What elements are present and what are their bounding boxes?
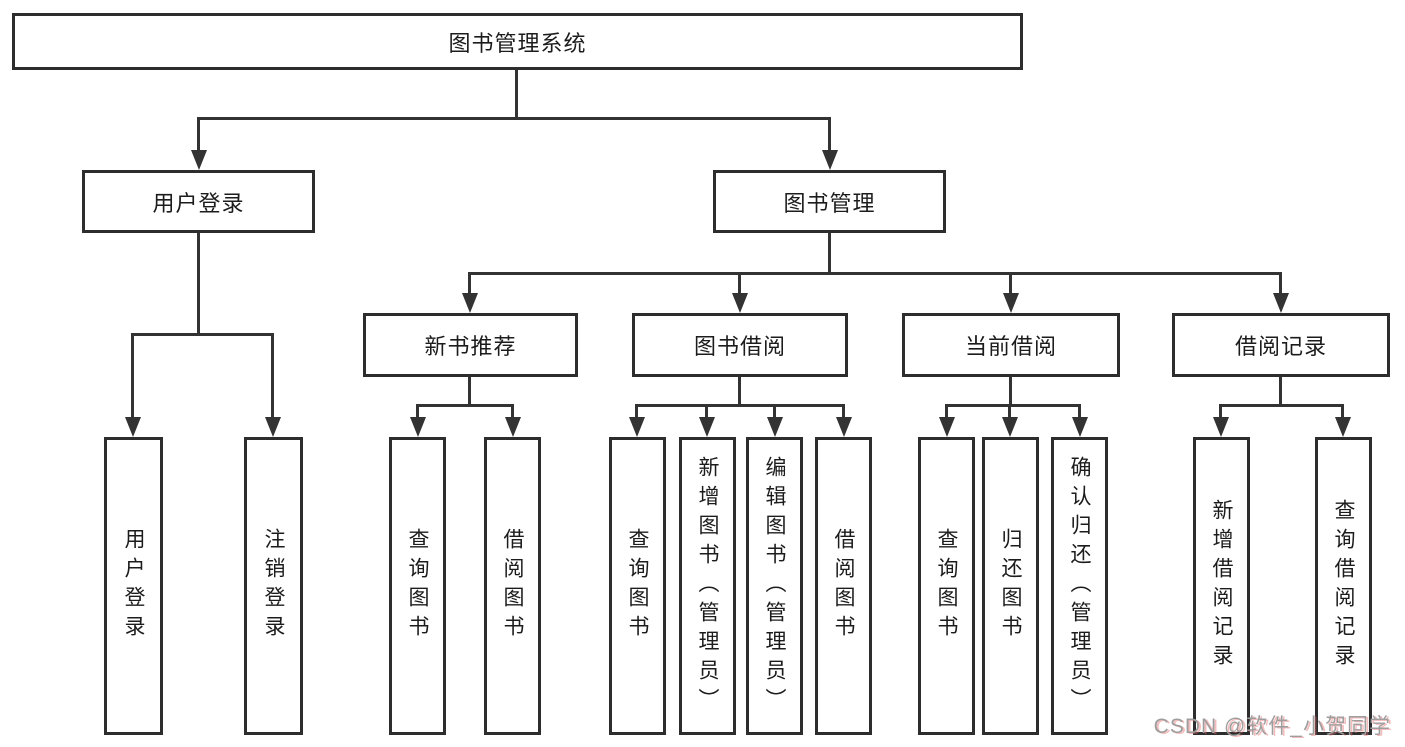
leaf-borrow-edit-books-admin-label: 编辑图书（管理员） — [763, 455, 786, 717]
arrow-down-icon — [1003, 272, 1019, 313]
arrow-down-icon — [767, 404, 783, 437]
node-book-management: 图书管理 — [713, 170, 946, 233]
leaf-borrow-add-books-admin: 新增图书（管理员） — [679, 437, 736, 735]
arrow-down-icon — [191, 117, 207, 170]
leaf-borrow-query-books: 查询图书 — [609, 437, 666, 735]
connector-root-stem — [515, 70, 518, 119]
connector-borrow-branch — [636, 404, 845, 407]
csdn-watermark: CSDN @软件_小贺同学 — [1153, 715, 1391, 738]
leaf-borrow-query-books-label: 查询图书 — [626, 528, 649, 644]
arrow-down-icon — [462, 272, 478, 313]
node-book-borrow: 图书借阅 — [632, 313, 848, 377]
arrow-down-icon — [699, 404, 715, 437]
arrow-down-icon — [1072, 404, 1088, 437]
node-user-login: 用户登录 — [82, 170, 315, 233]
leaf-user-login-label: 用户登录 — [122, 528, 145, 644]
leaf-current-confirm-return-admin: 确认归还（管理员） — [1051, 437, 1108, 735]
arrow-down-icon — [410, 404, 426, 437]
connector-bookmgmt-branch — [469, 272, 1282, 275]
arrow-down-icon — [939, 404, 955, 437]
node-new-book-recommend: 新书推荐 — [363, 313, 578, 377]
leaf-record-query-record-label: 查询借阅记录 — [1332, 499, 1355, 673]
arrow-down-icon — [1335, 404, 1351, 437]
arrow-down-icon — [1213, 404, 1229, 437]
arrow-down-icon — [1002, 404, 1018, 437]
leaf-newrec-query-books-label: 查询图书 — [406, 528, 429, 644]
leaf-current-query-books-label: 查询图书 — [935, 528, 958, 644]
leaf-current-return-books: 归还图书 — [982, 437, 1039, 735]
node-current-borrow: 当前借阅 — [902, 313, 1120, 377]
connector-newrec-branch — [417, 404, 514, 407]
connector-borrow-stem — [738, 377, 741, 407]
leaf-record-add-record: 新增借阅记录 — [1193, 437, 1250, 735]
arrow-down-icon — [505, 404, 521, 437]
arrow-down-icon — [732, 272, 748, 313]
arrow-down-icon — [1273, 272, 1289, 313]
arrow-down-icon — [629, 404, 645, 437]
leaf-current-query-books: 查询图书 — [918, 437, 975, 735]
connector-newrec-stem — [468, 377, 471, 407]
leaf-newrec-query-books: 查询图书 — [389, 437, 446, 735]
arrow-down-icon — [125, 333, 141, 437]
leaf-current-return-books-label: 归还图书 — [999, 528, 1022, 644]
leaf-borrow-borrow-books-label: 借阅图书 — [832, 528, 855, 644]
node-root: 图书管理系统 — [12, 13, 1023, 70]
leaf-logout-label: 注销登录 — [262, 528, 285, 644]
connector-root-branch — [198, 117, 831, 120]
leaf-user-login: 用户登录 — [104, 437, 163, 735]
leaf-borrow-edit-books-admin: 编辑图书（管理员） — [746, 437, 803, 735]
leaf-newrec-borrow-books: 借阅图书 — [484, 437, 541, 735]
arrow-down-icon — [836, 404, 852, 437]
leaf-borrow-add-books-admin-label: 新增图书（管理员） — [696, 455, 719, 717]
leaf-record-query-record: 查询借阅记录 — [1315, 437, 1372, 735]
connector-bookmgmt-stem — [828, 233, 831, 274]
connector-current-branch — [946, 404, 1081, 407]
connector-record-stem — [1279, 377, 1282, 407]
arrow-down-icon — [822, 117, 838, 170]
leaf-newrec-borrow-books-label: 借阅图书 — [501, 528, 524, 644]
connector-userlogin-branch — [132, 333, 274, 336]
connector-userlogin-stem — [197, 233, 200, 336]
leaf-current-confirm-return-admin-label: 确认归还（管理员） — [1068, 455, 1091, 717]
leaf-record-add-record-label: 新增借阅记录 — [1210, 499, 1233, 673]
node-borrow-record: 借阅记录 — [1172, 313, 1390, 377]
leaf-logout: 注销登录 — [244, 437, 303, 735]
arrow-down-icon — [265, 333, 281, 437]
leaf-borrow-borrow-books: 借阅图书 — [815, 437, 872, 735]
connector-record-branch — [1220, 404, 1344, 407]
connector-current-stem — [1009, 377, 1012, 407]
